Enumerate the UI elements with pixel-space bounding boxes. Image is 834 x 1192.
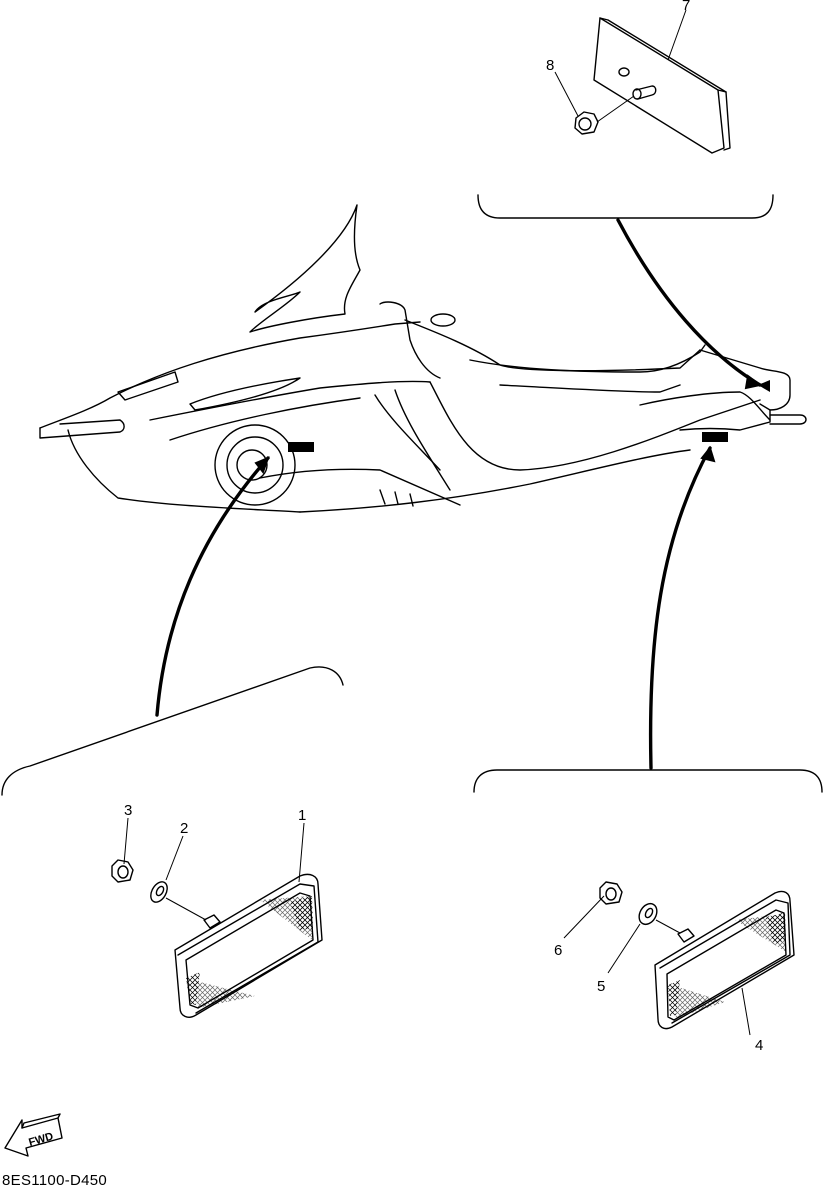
nut-8 (574, 95, 635, 135)
callout-2: 2 (180, 820, 188, 837)
reflector-plate-7 (593, 17, 731, 154)
fwd-label: FWD (27, 1131, 54, 1149)
reflector-1 (174, 873, 323, 1018)
detail-frame-borders (1, 194, 823, 796)
nut-3 (111, 859, 134, 883)
callout-1: 1 (298, 807, 306, 824)
callout-7: 7 (682, 0, 690, 14)
washer-2 (150, 881, 207, 921)
callout-8: 8 (546, 57, 554, 74)
callout-4: 4 (755, 1037, 763, 1054)
callout-3: 3 (124, 802, 132, 819)
washer-5 (638, 902, 681, 934)
pointer-arrows (155, 218, 763, 770)
callout-5: 5 (597, 978, 605, 995)
leader-lines (123, 9, 751, 1036)
diagram-code: 8ES1100-D450 (2, 1172, 108, 1189)
snowmobile-illustration (39, 204, 807, 513)
nut-6 (599, 881, 623, 905)
fwd-arrow-icon: FWD (4, 1113, 63, 1157)
callout-6: 6 (554, 942, 562, 959)
reflector-4 (654, 890, 795, 1030)
